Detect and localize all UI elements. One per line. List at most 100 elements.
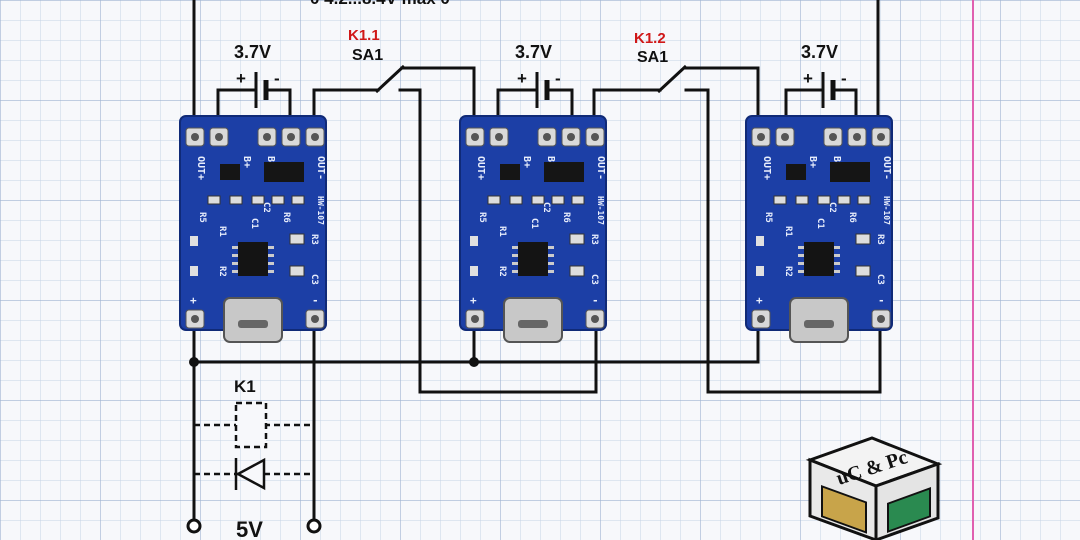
ic-pin	[798, 254, 804, 257]
pad-hole	[471, 315, 479, 323]
junction-dot	[189, 357, 199, 367]
module-model-label: HW-107	[882, 196, 891, 225]
battery-voltage-label: 3.7V	[234, 42, 271, 62]
pad-hole	[757, 315, 765, 323]
battery-minus-label: -	[274, 69, 280, 88]
component-label: C2	[261, 202, 271, 213]
component-label: R3	[875, 234, 885, 245]
pad-hole	[543, 133, 551, 141]
component-label: R5	[197, 212, 207, 223]
pad-label: OUT+	[761, 156, 772, 180]
pad-hole	[591, 315, 599, 323]
switch-sa1-k12	[656, 64, 688, 94]
component-label: C2	[827, 202, 837, 213]
module-model-label: HW-107	[596, 196, 605, 225]
pad-hole	[781, 133, 789, 141]
smd-part	[509, 195, 523, 205]
pad-hole	[567, 133, 575, 141]
pad-label: OUT-	[881, 156, 892, 180]
ic-pin	[548, 246, 554, 249]
wire-sw2-right	[684, 66, 760, 128]
component-label: R3	[589, 234, 599, 245]
module-model-label: HW-107	[316, 196, 325, 225]
pad-hole	[287, 133, 295, 141]
battery-plus-label: +	[803, 69, 813, 88]
smd-part	[487, 195, 501, 205]
pad-hole	[591, 133, 599, 141]
ic-pin	[834, 262, 840, 265]
relay-label: K1	[234, 377, 256, 396]
led-blue	[470, 266, 478, 276]
ic-pin	[512, 262, 518, 265]
component-label: R1	[497, 226, 507, 237]
pad-bottom-label: +	[190, 294, 197, 307]
pad-bottom-label: -	[592, 294, 599, 307]
wire-bat3-minus	[831, 88, 858, 128]
smd-part	[551, 195, 565, 205]
component-label: R2	[497, 266, 507, 277]
switch-sa1-k11	[374, 64, 406, 94]
wire-sw2-left	[592, 88, 662, 128]
smd-part	[531, 195, 545, 205]
ic-pin	[268, 270, 274, 273]
switch1-code: K1.1	[348, 27, 380, 44]
relay-coil	[234, 401, 268, 449]
component-label: R6	[561, 212, 571, 223]
usb-slot	[238, 320, 268, 328]
junction-dot	[469, 357, 479, 367]
terminal-5v-plus	[186, 518, 202, 534]
charger-modules: OUT+B+B-OUT-R5C1C2R6R1R2R3C3HW-107+-OUT+…	[179, 115, 893, 343]
component-label: R6	[281, 212, 291, 223]
component-label: R5	[477, 212, 487, 223]
output-voltage-label: 0 4.2...8.4V max 0	[310, 0, 450, 8]
smd-part	[289, 233, 305, 245]
ic-pin	[232, 262, 238, 265]
battery-plus-label: +	[236, 69, 246, 88]
ic-pin	[232, 246, 238, 249]
pad-bottom-label: +	[470, 294, 477, 307]
component-label: R2	[217, 266, 227, 277]
charger-ic	[804, 242, 834, 276]
battery-minus-label: -	[841, 69, 847, 88]
pad-hole	[471, 133, 479, 141]
smd-part	[251, 195, 265, 205]
ic-pin	[548, 270, 554, 273]
smd-part	[569, 265, 585, 277]
mosfet-chip	[264, 162, 304, 182]
component-label: C3	[875, 274, 885, 285]
charger-ic	[518, 242, 548, 276]
smd-part	[855, 233, 871, 245]
led-red	[470, 236, 478, 246]
battery-voltage-label: 3.7V	[515, 42, 552, 62]
ic-pin	[512, 270, 518, 273]
ic-pin	[512, 246, 518, 249]
smd-part	[271, 195, 285, 205]
ic-pin	[834, 246, 840, 249]
diode-triangle	[235, 457, 266, 491]
ic-pin	[548, 262, 554, 265]
protect-chip	[500, 164, 520, 180]
smd-part	[291, 195, 305, 205]
smd-part	[229, 195, 243, 205]
ic-pin	[268, 246, 274, 249]
pad-bottom-label: +	[756, 294, 763, 307]
component-label: C1	[249, 218, 259, 229]
component-label: R5	[763, 212, 773, 223]
pad-hole	[311, 133, 319, 141]
ic-pin	[834, 270, 840, 273]
pad-hole	[215, 133, 223, 141]
pad-hole	[263, 133, 271, 141]
component-label: R2	[783, 266, 793, 277]
ic-pin	[268, 254, 274, 257]
smd-part	[207, 195, 221, 205]
ic-pin	[232, 270, 238, 273]
smd-part	[837, 195, 851, 205]
pad-label: B+	[521, 156, 532, 168]
component-label: C3	[309, 274, 319, 285]
ic-pin	[798, 246, 804, 249]
led-blue	[190, 266, 198, 276]
pad-hole	[311, 315, 319, 323]
